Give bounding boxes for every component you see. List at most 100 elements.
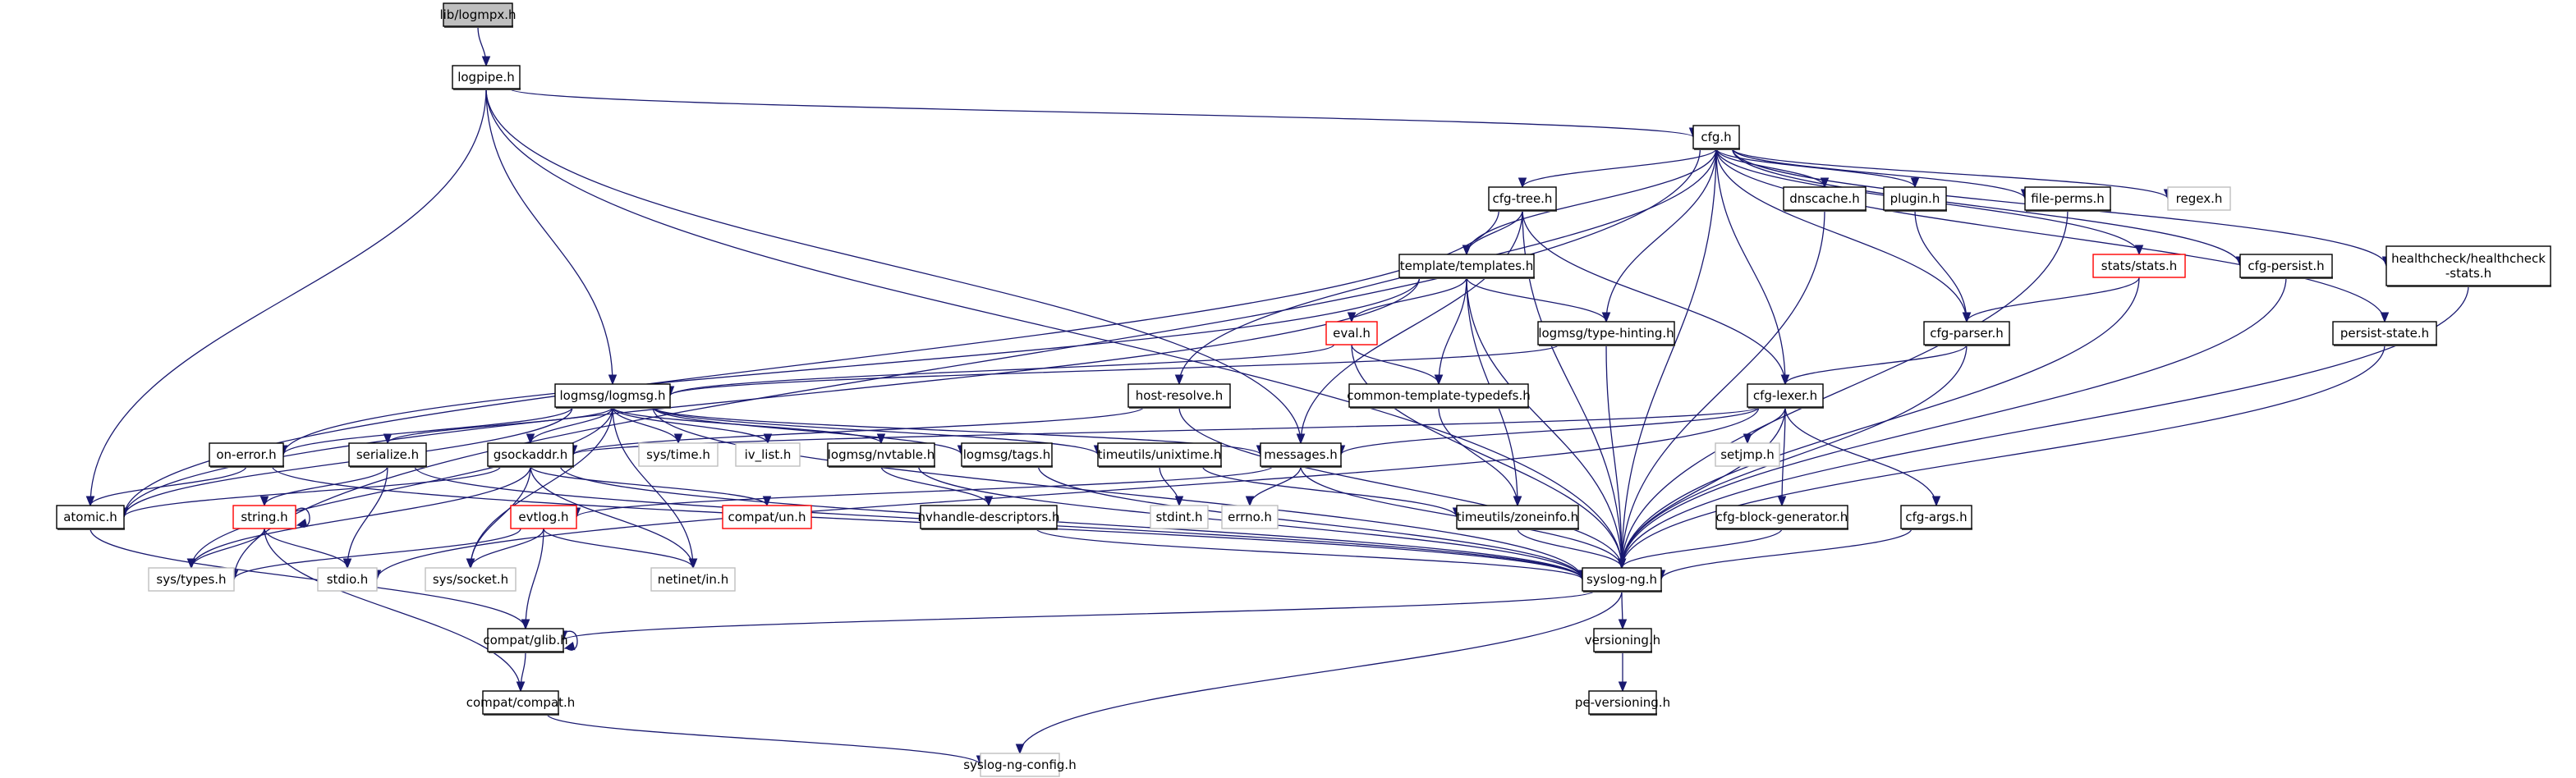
node-nvhandle[interactable]: nvhandle-descriptors.h: [918, 505, 1060, 530]
edge-syslogng-to-versioning: [1618, 590, 1628, 630]
node-label: stdio.h: [327, 572, 369, 587]
edge-string-to-string: [295, 507, 310, 528]
node-compatun[interactable]: compat/un.h: [722, 505, 812, 529]
edge-eval-to-logmsg: [665, 344, 1334, 397]
node-onerror[interactable]: on-error.h: [209, 442, 284, 468]
node-box: [2239, 254, 2333, 278]
node-nvtable[interactable]: logmsg/nvtable.h: [827, 442, 935, 468]
node-eval[interactable]: eval.h: [1325, 321, 1378, 346]
node-atomic[interactable]: atomic.h: [56, 505, 125, 530]
node-label: persist-state.h: [2340, 326, 2429, 341]
node-cfg[interactable]: cfg.h: [1692, 125, 1740, 150]
node-messages[interactable]: messages.h: [1260, 442, 1342, 468]
node-ivlist: iv_list.h: [735, 442, 801, 467]
node-label: logmsg/logmsg.h: [560, 388, 666, 403]
node-box: [1588, 690, 1657, 715]
edge-cfgparser-to-cfglexer: [1780, 344, 1968, 386]
node-label: setjmp.h: [1720, 447, 1775, 462]
node-label: host-resolve.h: [1136, 388, 1223, 403]
edge-nvhandle-to-syslogng: [1035, 528, 1587, 581]
node-versioning[interactable]: versioning.h: [1585, 628, 1660, 653]
edge-glib-to-glib: [562, 630, 578, 651]
edge-unixtime-to-stdint: [1159, 465, 1184, 507]
node-box: [920, 505, 1058, 529]
edge-hostresolve-to-syslogng: [1178, 406, 1627, 570]
edge-cfglexer-to-syslogng: [1617, 406, 1786, 570]
node-box: [1097, 442, 1222, 467]
node-setjmp: setjmp.h: [1715, 442, 1780, 467]
node-cfgblockgen[interactable]: cfg-block-generator.h: [1715, 505, 1848, 530]
node-logmsg[interactable]: logmsg/logmsg.h: [554, 383, 671, 409]
node-zoneinfo[interactable]: timeutils/zoneinfo.h: [1456, 505, 1579, 530]
node-syslogng[interactable]: syslog-ng.h: [1582, 567, 1662, 593]
edge-cfglexer-to-cfgargs: [1784, 406, 1941, 507]
node-box: [1883, 186, 1947, 211]
edge-ctt-to-zoneinfo: [1438, 406, 1522, 507]
node-label: lib/logmpx.h: [439, 7, 516, 22]
node-label: cfg-parser.h: [1930, 326, 2003, 341]
edge-cfg-to-typehinting: [1601, 148, 1717, 323]
node-stdio: stdio.h: [317, 567, 378, 592]
node-label: string.h: [241, 510, 287, 524]
edge-logpipe-to-cfg: [509, 88, 1698, 139]
node-box: [348, 442, 427, 467]
node-cfgparser[interactable]: cfg-parser.h: [1923, 321, 2010, 346]
node-dnscache[interactable]: dnscache.h: [1783, 186, 1867, 212]
edge-gsockaddr-to-atomic: [119, 465, 502, 519]
edge-cfg-to-cfglexer: [1715, 148, 1790, 386]
node-gsockaddr[interactable]: gsockaddr.h: [487, 442, 574, 468]
edge-messages-to-errno: [1245, 465, 1302, 507]
edge-evtlog-to-glib: [521, 528, 544, 630]
node-box: [980, 753, 1060, 777]
edge-string-to-stdio: [264, 528, 352, 570]
node-stats[interactable]: stats/stats.h: [2092, 254, 2186, 278]
node-plugin[interactable]: plugin.h: [1883, 186, 1947, 212]
node-errno: errno.h: [1221, 505, 1279, 529]
edge-onerror-to-atomic: [85, 465, 247, 507]
node-box: [650, 567, 736, 592]
node-glib[interactable]: compat/glib.h: [483, 628, 568, 653]
node-label: timeutils/unixtime.h: [1098, 447, 1222, 462]
node-stdint: stdint.h: [1150, 505, 1209, 529]
edge-stats-to-syslogng: [1617, 277, 2140, 570]
node-compat[interactable]: compat/compat.h: [466, 690, 576, 716]
edge-cfgtree-to-messages: [1296, 209, 1523, 445]
node-peversioning[interactable]: pe-versioning.h: [1575, 690, 1670, 716]
edge-compat-to-config: [546, 713, 985, 767]
node-tags[interactable]: logmsg/tags.h: [961, 442, 1053, 468]
node-box: [722, 505, 812, 529]
node-ctt[interactable]: common-template-typedefs.h: [1347, 383, 1531, 409]
node-typehinting[interactable]: logmsg/type-hinting.h: [1537, 321, 1675, 346]
edge-cfglexer-to-setjmp: [1743, 406, 1786, 445]
node-box: [1783, 186, 1867, 211]
node-serialize[interactable]: serialize.h: [348, 442, 427, 468]
node-cfgargs[interactable]: cfg-args.h: [1900, 505, 1972, 530]
node-label: errno.h: [1228, 510, 1272, 524]
node-string[interactable]: string.h: [232, 505, 296, 529]
node-box: [1127, 383, 1231, 408]
node-fileperms[interactable]: file-perms.h: [2024, 186, 2111, 212]
node-cfgpersist[interactable]: cfg-persist.h: [2239, 254, 2333, 279]
edge-templates-to-typehinting: [1466, 277, 1611, 323]
node-unixtime[interactable]: timeutils/unixtime.h: [1097, 442, 1222, 468]
node-label: template/templates.h: [1400, 259, 1534, 273]
node-box: [638, 442, 719, 467]
node-hostresolve[interactable]: host-resolve.h: [1127, 383, 1231, 409]
node-box: [1923, 321, 2010, 346]
node-persiststate[interactable]: persist-state.h: [2332, 321, 2437, 346]
node-box: [425, 567, 517, 592]
node-logpipe[interactable]: logpipe.h: [452, 65, 521, 90]
node-box: [209, 442, 284, 467]
node-label: cfg-persist.h: [2248, 259, 2324, 273]
node-box: [452, 65, 521, 89]
node-templates[interactable]: template/templates.h: [1398, 254, 1535, 279]
node-logmpx: lib/logmpx.h: [439, 2, 517, 28]
edge-logmsg-to-gsockaddr: [526, 406, 613, 445]
node-label: gsockaddr.h: [494, 447, 567, 462]
edge-evtlog-to-netinet: [543, 528, 698, 570]
node-healthcheck[interactable]: healthcheck/healthcheck-stats.h: [2385, 245, 2551, 287]
node-evtlog[interactable]: evtlog.h: [510, 505, 577, 529]
node-cfglexer[interactable]: cfg-lexer.h: [1747, 383, 1824, 409]
node-cfgtree[interactable]: cfg-tree.h: [1488, 186, 1557, 212]
